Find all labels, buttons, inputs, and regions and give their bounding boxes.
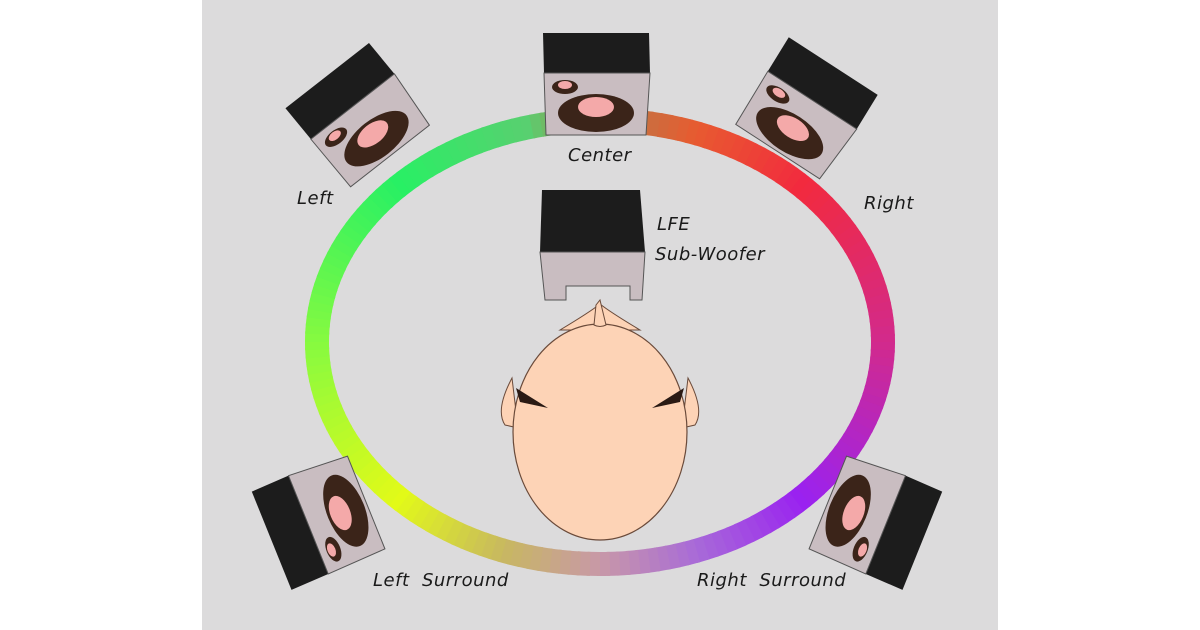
center-speaker (542, 32, 651, 136)
label-right-surround: Right Surround (697, 570, 846, 591)
listener-head (500, 298, 700, 541)
label-left: Left (297, 188, 334, 209)
label-right: Right (864, 193, 914, 214)
label-lfe: LFE (657, 214, 690, 235)
subwoofer-speaker (539, 190, 646, 301)
left-ear-indicator (516, 388, 548, 408)
label-subwoofer: Sub-Woofer (655, 244, 766, 265)
right-ear-indicator (652, 388, 684, 408)
label-center: Center (568, 145, 633, 166)
nose-icon (593, 298, 607, 327)
label-left-surround: Left Surround (373, 570, 509, 591)
